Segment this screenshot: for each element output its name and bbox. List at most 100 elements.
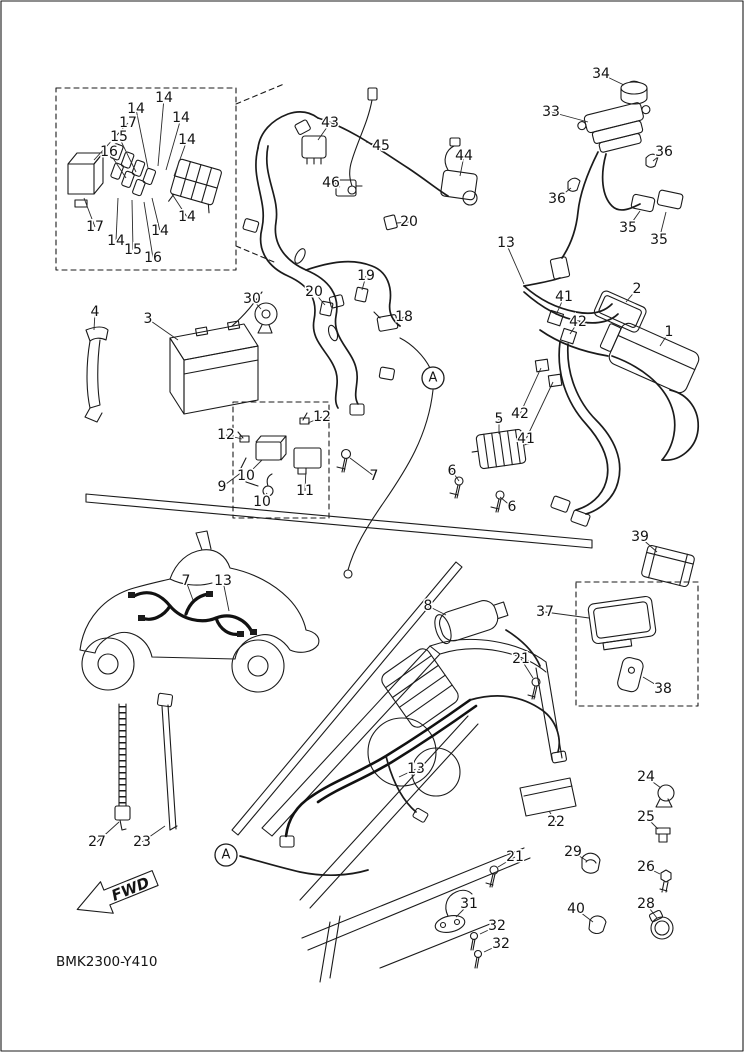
ecu-37: [587, 595, 657, 651]
hose-clamp-28: [648, 909, 674, 940]
part-number-callout: 6: [508, 499, 517, 515]
part-number-callout: 33: [542, 104, 560, 120]
divider-strips: [85, 493, 593, 836]
part-number-callout: 18: [395, 309, 413, 325]
part-number-callout: 21: [506, 849, 524, 865]
fuse-holder: [168, 158, 222, 214]
relay-17: [67, 152, 104, 208]
part-number-callout: 16: [100, 144, 118, 160]
bolt-21a: [527, 677, 541, 700]
leader-line: [569, 321, 579, 335]
part-number-callout: 14: [127, 101, 145, 117]
leader-line: [479, 925, 498, 935]
engine-frame-group: [239, 337, 577, 983]
leader-line: [645, 776, 662, 789]
part-number-callout: 44: [455, 148, 473, 164]
part-number-callout: 8: [424, 598, 433, 614]
leader-line: [261, 492, 268, 503]
leader-line: [520, 658, 534, 679]
clamp-36a: [645, 153, 659, 168]
part-number-callout: 14: [178, 209, 196, 225]
cable-tie-23: [156, 692, 178, 831]
leader-line: [659, 331, 670, 347]
part-number-callout: 29: [564, 844, 582, 860]
svg-text:A: A: [222, 848, 231, 863]
small-parts-group: [581, 784, 675, 940]
part-number-callout: 10: [237, 468, 255, 484]
section-marker: A: [214, 843, 238, 867]
coupler-42b: [534, 358, 550, 373]
leader-line: [222, 580, 230, 612]
main-harness-group: [242, 111, 449, 416]
leader-line: [304, 468, 307, 492]
leader-line: [173, 139, 188, 177]
leader-line: [365, 141, 382, 147]
leader-line: [83, 197, 96, 228]
part-number-callout: 16: [144, 250, 162, 266]
part-number-callout: 46: [322, 175, 340, 191]
leader-line: [93, 311, 96, 331]
coupler-41b: [547, 373, 563, 388]
part-number-callout: 31: [460, 896, 478, 912]
part-number-callout: 32: [492, 936, 510, 952]
leader-line: [171, 193, 188, 218]
part-number-callout: 28: [637, 896, 655, 912]
fuses-14-15-16: [109, 143, 157, 197]
bolt-32a: [469, 931, 479, 951]
fwd-arrow: FWD: [76, 870, 159, 914]
leader-line: [555, 296, 565, 316]
leader-line: [108, 151, 127, 179]
leader-line: [459, 155, 465, 177]
leader-line: [642, 676, 664, 690]
leader-line: [245, 459, 263, 477]
part-number-callout: 20: [305, 284, 323, 300]
ecu-group: [575, 544, 699, 707]
relay-11: [293, 447, 322, 475]
leader-line: [157, 97, 165, 167]
leader-line: [550, 111, 589, 123]
leader-line: [451, 470, 460, 482]
leader-line: [548, 810, 557, 823]
connector-20: [319, 300, 334, 317]
leader-line: [572, 851, 588, 862]
bolt-32b: [473, 949, 483, 969]
leader-line: [307, 416, 323, 424]
clip-25: [655, 827, 671, 843]
leader-line: [398, 768, 417, 778]
part-number-callout: 11: [296, 483, 314, 499]
leader-line: [313, 291, 326, 306]
clip-12a: [299, 412, 310, 425]
leader-line: [141, 825, 166, 843]
part-number-callout: 43: [321, 115, 339, 131]
bolt-6b: [490, 490, 505, 513]
diode-10: [262, 473, 274, 497]
part-number-callout: 5: [495, 411, 504, 427]
part-number-callout: 24: [637, 769, 655, 785]
coupler-35b: [656, 189, 684, 210]
leader-line: [118, 136, 137, 173]
part-number-callout: 1: [665, 324, 674, 340]
fuse-relay-group: [55, 83, 285, 271]
fwd-label: FWD: [109, 873, 152, 904]
leader-line: [349, 457, 375, 477]
main-switch-group: [523, 80, 684, 287]
part-number-callout: 20: [400, 214, 418, 230]
leader-line: [627, 210, 641, 229]
part-number-callout: 14: [151, 223, 169, 239]
leader-line: [395, 316, 405, 323]
part-number-callout: 14: [178, 132, 196, 148]
bolt-7a: [336, 448, 352, 473]
coupler-42a: [559, 327, 578, 345]
unit-2: [593, 290, 647, 333]
part-number-callout: 13: [497, 235, 515, 251]
leader-line: [497, 856, 516, 868]
leader-line: [221, 471, 243, 488]
part-number-callout: 37: [536, 604, 554, 620]
bracket-9: [239, 457, 259, 487]
leader-line: [251, 298, 262, 310]
leader-line: [600, 73, 625, 86]
tray-22: [519, 777, 577, 817]
leader-line: [519, 367, 542, 415]
